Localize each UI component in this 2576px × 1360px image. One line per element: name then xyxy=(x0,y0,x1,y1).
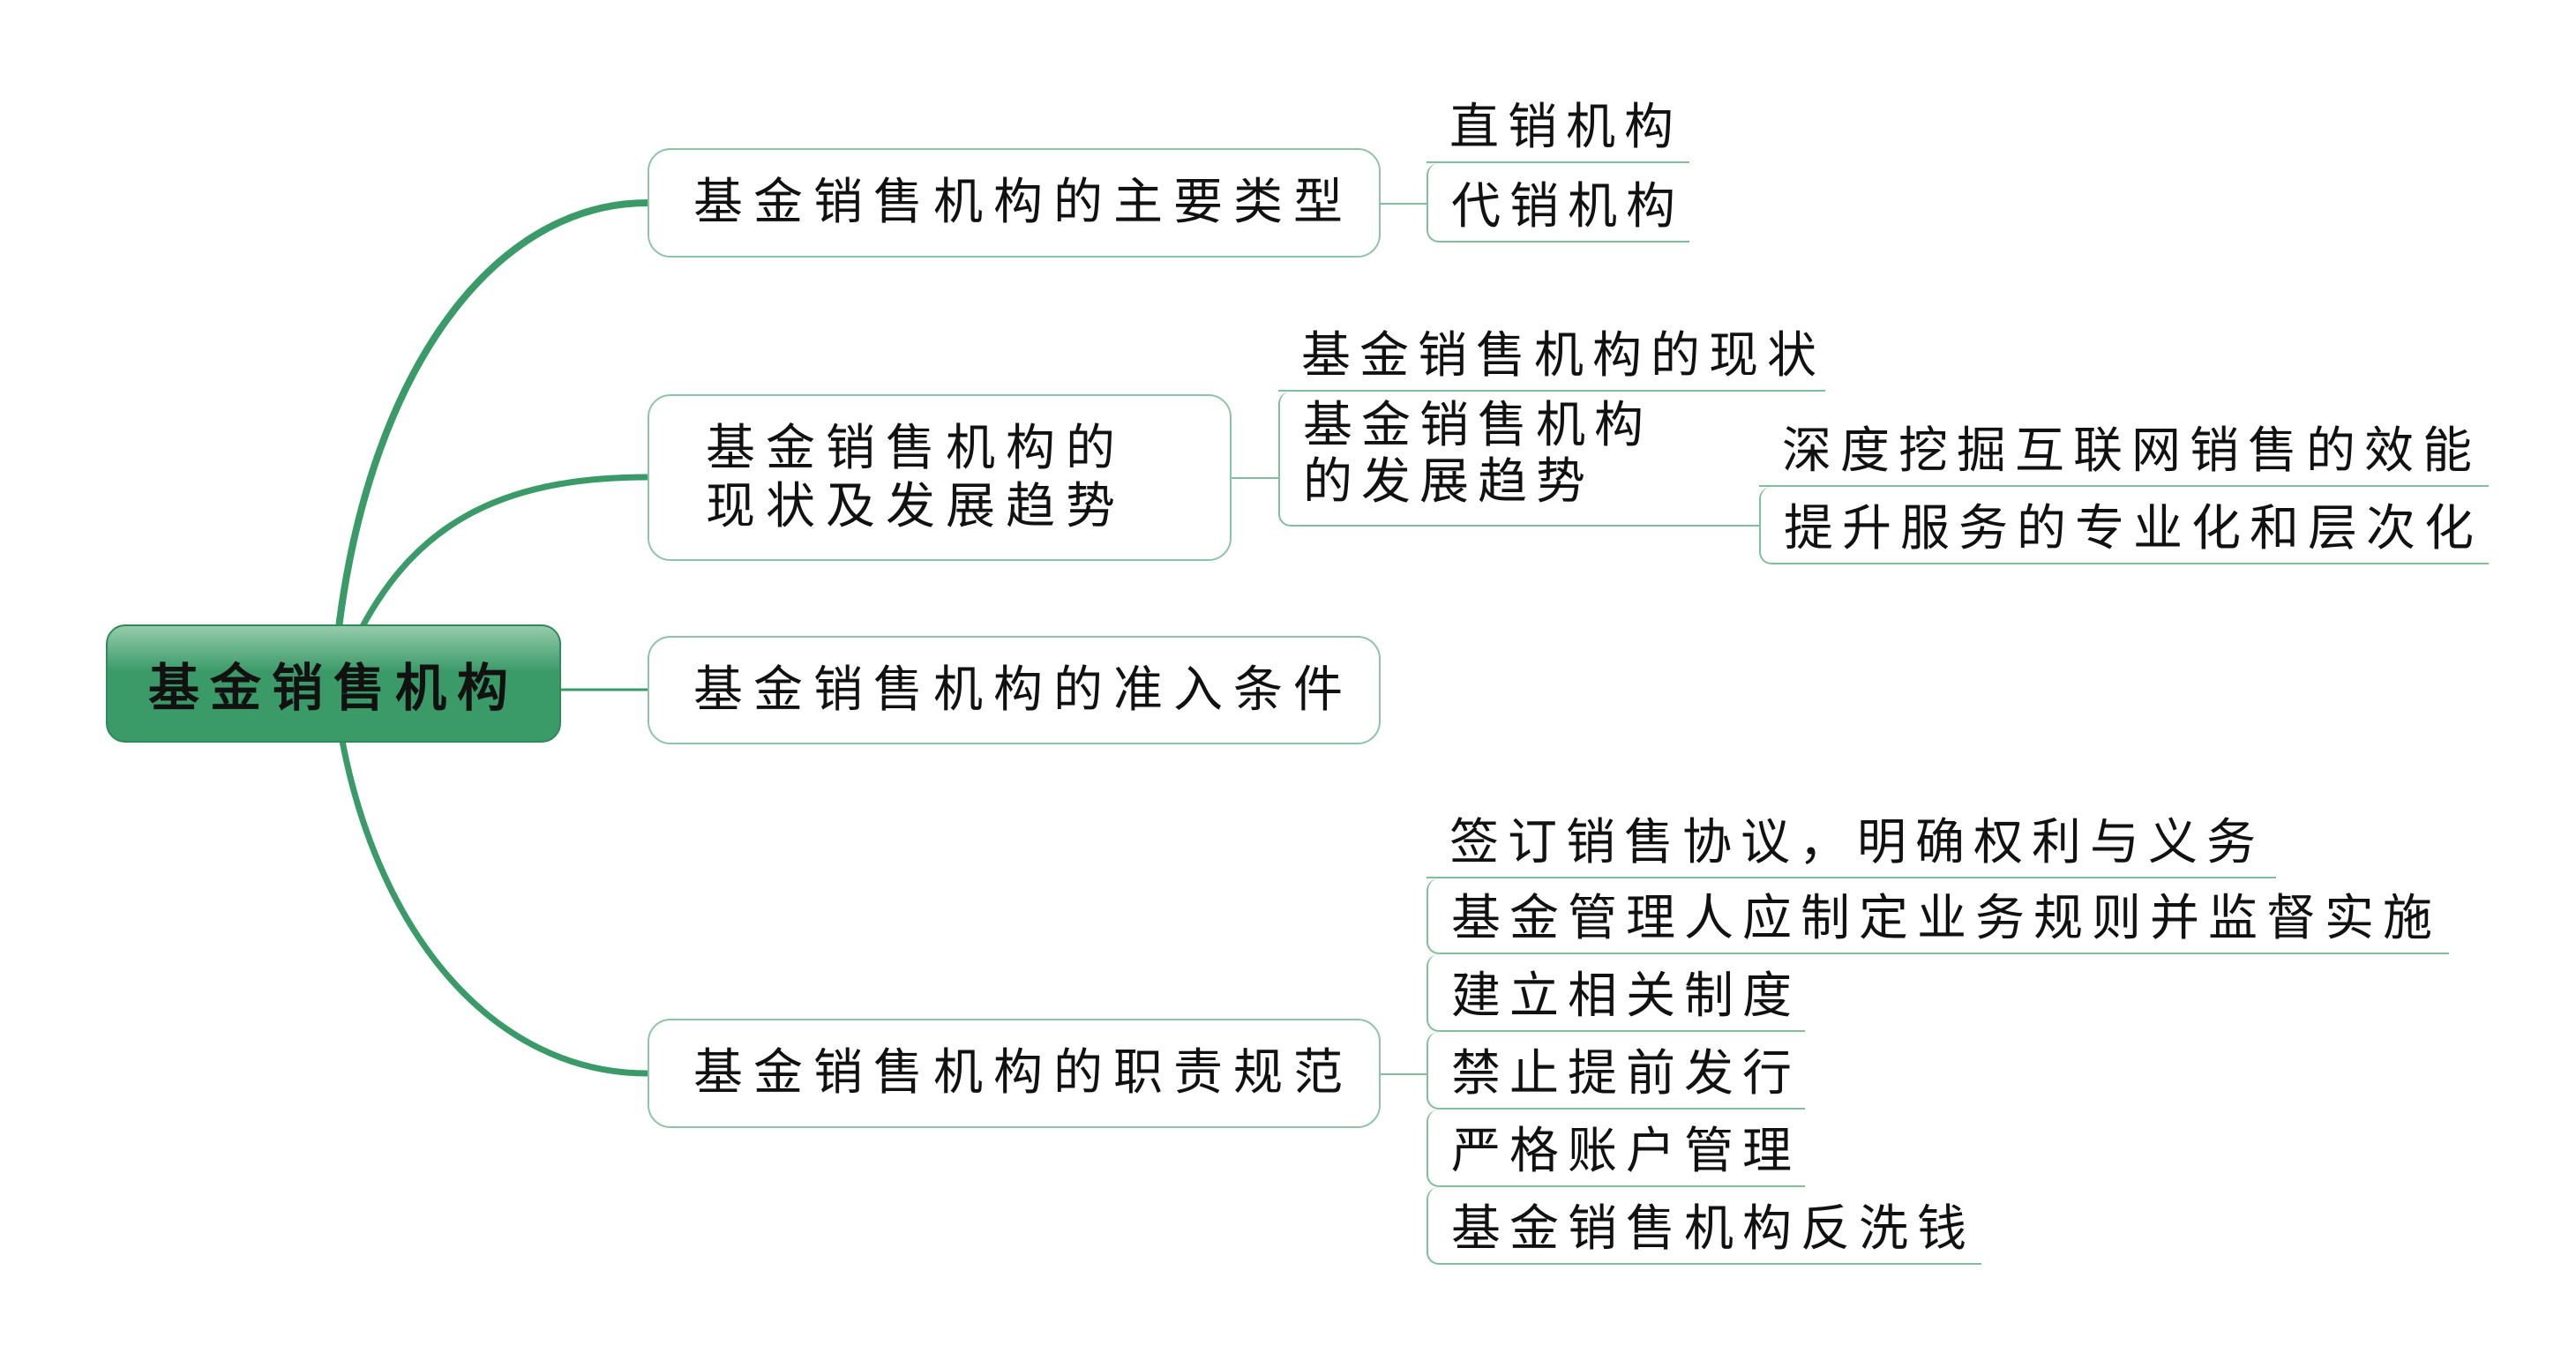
connector xyxy=(1381,203,1427,205)
root-node[interactable]: 基金销售机构 xyxy=(106,624,561,743)
leaf-direct-sales[interactable]: 直销机构 xyxy=(1427,91,1689,163)
branch-status-trends[interactable]: 基金销售机构的 现状及发展趋势 xyxy=(648,394,1232,561)
connector xyxy=(1381,1073,1427,1075)
branch-curve-4 xyxy=(339,740,648,1077)
leaf-label: 提升服务的专业化和层次化 xyxy=(1784,500,2482,557)
leaf-item[interactable]: 签订销售协议，明确权利与义务 xyxy=(1427,803,2276,878)
leaf-service-specialization[interactable]: 提升服务的专业化和层次化 xyxy=(1759,487,2489,564)
leaf-label: 禁止提前发行 xyxy=(1451,1045,1801,1102)
leaf-item[interactable]: 建立相关制度 xyxy=(1427,954,1805,1032)
branch-label: 基金销售机构的准入条件 xyxy=(693,661,1353,719)
leaf-label: 基金销售机构的现状 xyxy=(1301,327,1825,385)
branch-admission[interactable]: 基金销售机构的准入条件 xyxy=(648,636,1381,744)
leaf-label: 基金销售机构反洗钱 xyxy=(1451,1200,1975,1258)
leaf-item[interactable]: 严格账户管理 xyxy=(1427,1110,1805,1187)
branch-curve-2 xyxy=(358,474,648,630)
leaf-item[interactable]: 禁止提前发行 xyxy=(1427,1032,1805,1110)
leaf-development-trends[interactable]: 基金销售机构 的发展趋势 xyxy=(1278,392,1759,527)
leaf-agency-sales[interactable]: 代销机构 xyxy=(1427,163,1689,243)
root-label: 基金销售机构 xyxy=(147,658,519,718)
leaf-current-status[interactable]: 基金销售机构的现状 xyxy=(1278,318,1825,392)
branch-main-types[interactable]: 基金销售机构的主要类型 xyxy=(648,148,1381,258)
leaf-item[interactable]: 基金销售机构反洗钱 xyxy=(1427,1187,1981,1265)
leaf-label: 直销机构 xyxy=(1449,99,1682,156)
leaf-label-line1: 基金销售机构 xyxy=(1303,396,1652,454)
branch-responsibilities[interactable]: 基金销售机构的职责规范 xyxy=(648,1019,1381,1128)
branch-label-line2: 现状及发展趋势 xyxy=(706,477,1126,535)
leaf-label: 基金管理人应制定业务规则并监督实施 xyxy=(1451,890,2441,947)
branch-curve-1 xyxy=(335,199,648,629)
connector xyxy=(1232,477,1278,479)
branch-label-line1: 基金销售机构的 xyxy=(706,419,1126,477)
leaf-label: 代销机构 xyxy=(1451,178,1684,235)
leaf-item[interactable]: 基金管理人应制定业务规则并监督实施 xyxy=(1427,878,2449,954)
leaf-label: 深度挖掘互联网销售的效能 xyxy=(1782,422,2481,480)
leaf-label: 签订销售协议，明确权利与义务 xyxy=(1449,814,2265,871)
branch-label: 基金销售机构的主要类型 xyxy=(693,174,1353,231)
leaf-label: 建立相关制度 xyxy=(1451,968,1801,1025)
branch-label: 基金销售机构的职责规范 xyxy=(693,1044,1353,1102)
leaf-label: 严格账户管理 xyxy=(1451,1123,1801,1180)
leaf-internet-sales[interactable]: 深度挖掘互联网销售的效能 xyxy=(1759,413,2489,487)
leaf-label-line2: 的发展趋势 xyxy=(1303,452,1594,511)
